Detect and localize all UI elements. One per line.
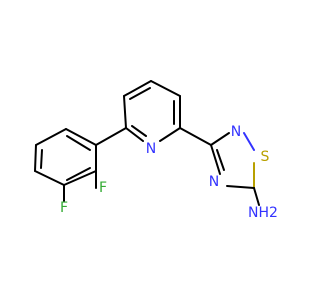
bond (131, 125, 147, 137)
bond (179, 127, 212, 146)
bond (129, 87, 151, 100)
bond (210, 144, 221, 175)
bond (253, 187, 260, 206)
bond (243, 132, 255, 151)
bond (34, 144, 37, 172)
thiadiazole-nitrogen-top-label: N (231, 124, 241, 140)
bond (210, 132, 230, 146)
bond (226, 185, 255, 189)
bond (150, 80, 181, 97)
bond (123, 80, 152, 97)
difluorophenyl-ring (34, 128, 97, 186)
thiadiazole-nitrogen-bottom-label: N (209, 174, 219, 190)
molecule-structure: N N N S F F NH2 (34, 80, 278, 221)
bond (95, 127, 127, 146)
thiadiazole-sulfur-label: S (261, 149, 270, 165)
bond (34, 170, 65, 186)
amine-label: NH2 (248, 205, 278, 221)
bond (63, 170, 97, 186)
bond (159, 127, 181, 142)
bond (125, 127, 144, 142)
fluorine-bottom-label: F (60, 200, 68, 216)
molecule-canvas: N N N S F F NH2 (34, 80, 278, 221)
bond (66, 135, 91, 151)
bond (66, 167, 91, 181)
pyridine-nitrogen-label: N (146, 141, 156, 157)
bond (65, 128, 97, 146)
pyridine-ring (123, 80, 181, 142)
bond (35, 128, 67, 146)
thiadiazole-ring (210, 132, 255, 189)
bond (40, 149, 43, 169)
fluorine-top-label: F (99, 180, 107, 196)
bond (216, 149, 225, 171)
bond (123, 95, 127, 129)
